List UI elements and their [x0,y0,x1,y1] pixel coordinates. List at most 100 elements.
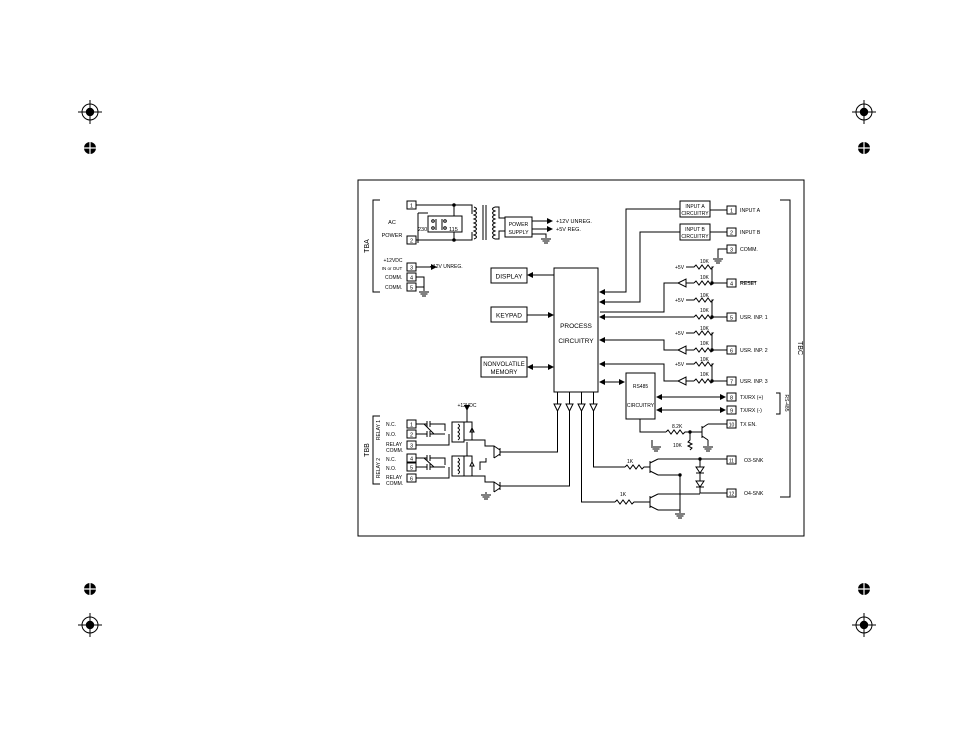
rs485-label-1: RS485 [633,384,649,390]
rs485-circuitry-block [625,372,656,420]
tba-terminal-5: 5 [410,286,413,292]
tbc-terminal-11: 11 [729,459,734,465]
relay-1-label: RELAY 1 [376,420,382,440]
tbc-terminal-8: 8 [730,396,733,402]
ground-icon [418,291,430,297]
input-b-label-1: INPUT B [685,227,705,233]
tba-bracket [372,199,380,293]
r1k-label: 1K [627,459,634,465]
tbb-terminal-1: 1 [410,423,413,429]
input-b-label-2: CIRCUITRY [681,234,709,240]
registration-mark-icon [851,99,877,125]
tbc-terminal-4: 4 [730,282,733,288]
p5v-label: +5V [675,298,685,304]
input-a-label-2: CIRCUITRY [681,211,709,217]
rs485-label-2: CIRCUITRY [627,403,655,409]
r1k-label: 1K [620,492,627,498]
relay-1-circuit [416,420,495,458]
p5v-label: +5V [675,265,685,271]
tbc-terminal-5: 5 [730,316,733,322]
r10k-label: 10K [700,341,710,347]
registration-mark-icon [851,612,877,638]
tbc-terminal-10: 10 [729,423,735,429]
power-supply-label-1: POWER [509,222,529,228]
tba-terminal-4: 4 [410,276,413,282]
nonvolatile-memory-label-1: NONVOLATILE [483,362,525,368]
tbc-label-input-a: INPUT A [740,208,761,214]
power-transformer [472,205,505,240]
tbc-terminal-block: 1 2 3 4 5 6 7 8 9 10 11 12 [726,205,737,498]
relay2-comm-label-2: COMM. [386,481,403,487]
relay1-nc-label: N.C. [386,422,396,428]
tbc-terminal-9: 9 [730,409,733,415]
tbb-terminal-6: 6 [410,477,413,483]
p5v-label: +5V [675,331,685,337]
r10k-label: 10K [700,326,710,332]
tbc-label-usr-inp-2: USR. INP. 2 [740,348,768,354]
tbb-terminal-3: 3 [410,444,413,450]
tba-comm-label-1: COMM. [385,275,402,281]
input-a-label-1: INPUT A [685,204,705,210]
ac-switch-network [416,203,473,243]
ac-power-label-2: POWER [382,233,403,239]
tbc-label-txrx-plus: TX/RX (+) [740,395,763,401]
tba-comm-jumper [416,276,425,288]
ac-power-label-1: AC [388,220,396,226]
tbc-terminal-2: 2 [730,231,733,237]
tbc-bracket [780,199,791,498]
tbc-terminal-7: 7 [730,380,733,386]
relay1-no-label: N.O. [386,432,396,438]
tbc-terminal-1: 1 [730,209,733,215]
tx-enable-transistor: 8.2K 10K [639,419,727,452]
relay-2-circuit [416,442,495,492]
tbc-label-tx-en: TX EN. [740,422,757,428]
process-circuitry-label-1: PROCESS [560,323,592,330]
tbc-label-comm: COMM. [740,247,758,253]
tbb-terminal-5: 5 [410,466,413,472]
tbb-bracket [372,415,380,485]
tba-terminal-1: 1 [410,204,413,210]
tba-terminal-2: 2 [410,239,413,245]
tba-terminal-block: 1 2 3 4 5 [406,200,417,292]
tbc-terminal-3: 3 [730,248,733,254]
tba-comm-label-2: COMM. [385,285,402,291]
tbc-terminal-12: 12 [729,492,735,498]
v12-unreg-label-b: +12V UNREG. [556,219,592,225]
relay2-nc-label: N.C. [386,457,396,463]
relay1-comm-label-1: RELAY [386,442,403,448]
v5-reg-label: +5V REG. [556,227,581,233]
tbb-terminal-block: 1 2 3 4 5 6 [406,419,417,483]
r10k-label: 10K [700,372,710,378]
r10k-label: 10K [700,357,710,363]
ground-icon [712,258,724,264]
power-supply-label-2: SUPPLY [508,230,529,236]
tbc-label-o3-snk: O3-SNK [744,458,764,464]
relay2-comm-label-1: RELAY [386,475,403,481]
registration-mark-icon [77,612,103,638]
tbc-label-usr-inp-3: USR. INP. 3 [740,379,768,385]
relay1-comm-label-2: COMM. [386,448,403,454]
tbc-label: TBC [796,341,803,355]
registration-mark-icon [77,99,103,125]
r10k-label: 10K [700,308,710,314]
relay-driver-transistors [479,411,570,500]
tbc-label-txrx-minus: TX/RX (-) [740,408,762,414]
tbb-terminal-4: 4 [410,457,413,463]
sink-outputs: 1K 1K [581,411,727,519]
tbb-label: TBB [364,443,371,457]
r10k-label: 10K [673,443,683,449]
process-circuitry-block [553,267,599,393]
v12-inout-label-1: +12VDC [383,258,402,264]
v230-label: 230 [418,227,427,233]
p12vdc-label: +12VDC [457,403,476,409]
nonvolatile-memory-label-2: MEMORY [491,370,518,376]
ground-icon [480,494,492,500]
tbc-terminal-6: 6 [730,349,733,355]
r82k-label: 8.2K [672,424,683,430]
tbc-label-input-b: INPUT B [740,230,761,236]
v12-unreg-label-a: +12V UNREG. [430,264,463,270]
tbc-label-reset: RESET [740,281,758,287]
ground-icon [540,238,552,244]
